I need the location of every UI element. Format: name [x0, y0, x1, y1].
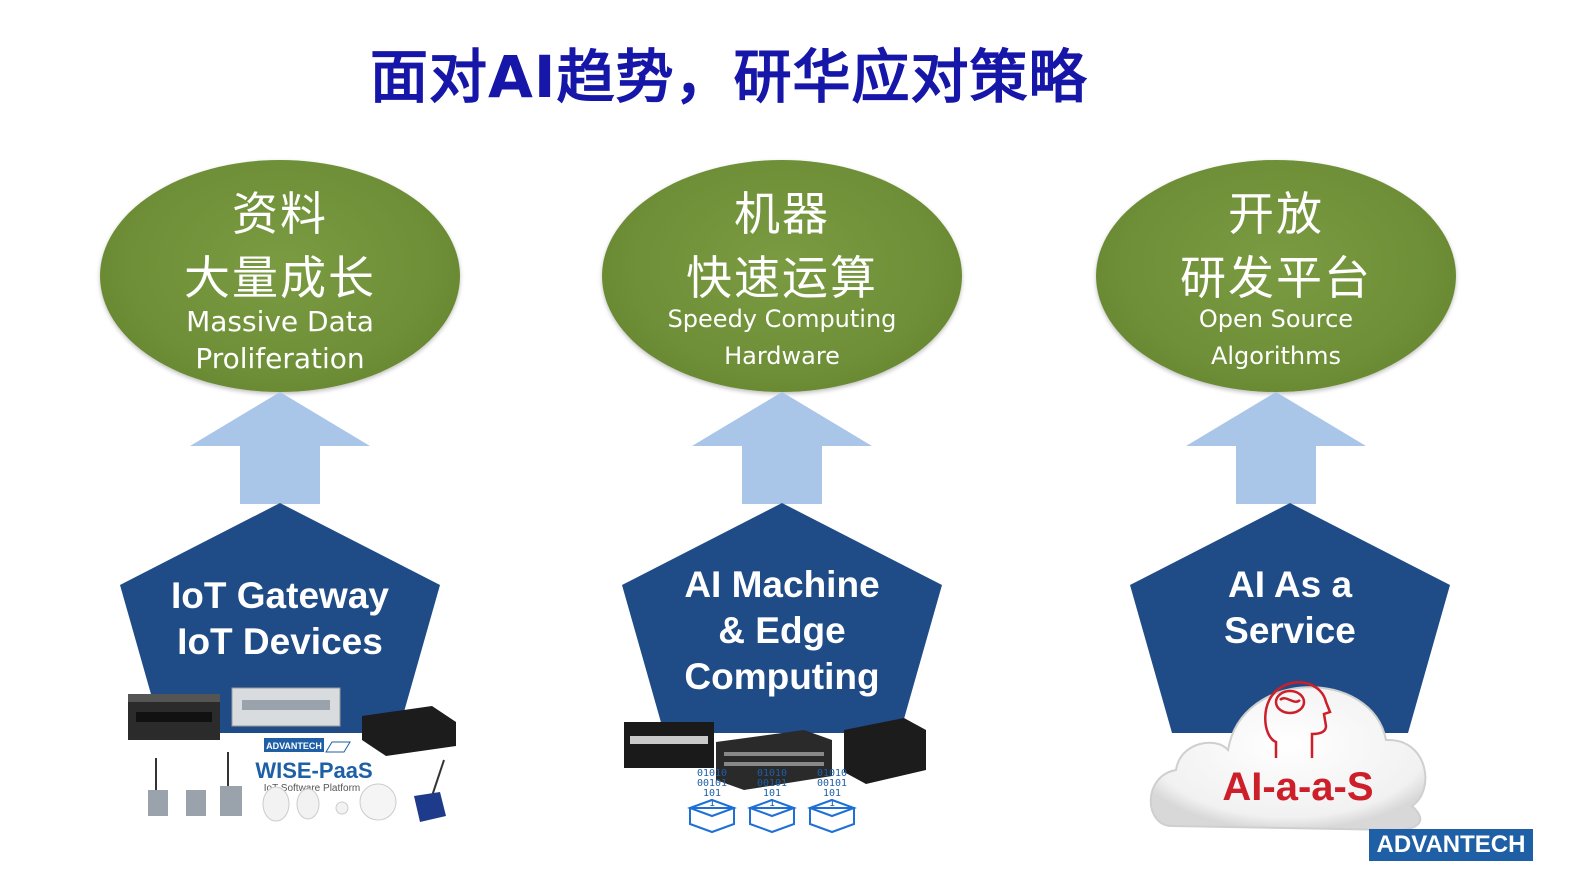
ai-a-a-s-label: AI-a-a-S: [1222, 765, 1373, 809]
pentagon-label-line2: IoT Devices: [177, 621, 383, 662]
ellipse-en-line2: Algorithms: [1210, 342, 1342, 370]
pentagon-label-line1: AI As a: [1227, 564, 1353, 605]
binary-line3: 101: [763, 788, 781, 799]
computing-hardware-image: 01010 00101 101 1 01010 00101 101 1 0101…: [624, 718, 926, 834]
pentagon-label: AI Machine & Edge Computing: [642, 562, 922, 700]
ellipse-zh-line1: 资料: [232, 187, 328, 241]
pentagon-label-line1: AI Machine: [684, 564, 880, 605]
advantech-logo: ADVANTECH: [1369, 829, 1533, 861]
pentagon-label-line2: Service: [1224, 610, 1356, 651]
column-ai-service: 开放 研发平台 Open Source Algorithms AI As a S…: [1076, 0, 1476, 892]
pentagon-label: IoT Gateway IoT Devices: [140, 573, 420, 665]
wise-paas-sub: IoT Software Platform: [264, 783, 361, 794]
up-arrow-icon: [190, 392, 370, 504]
ellipse-en-line1: Massive Data: [186, 305, 374, 338]
ellipse-zh-line2: 大量成长: [184, 251, 376, 305]
pentagon-label-line1: IoT Gateway: [171, 575, 389, 616]
iot-products-image: ADVANTECH WISE-PaaS IoT Software Platfor…: [128, 687, 456, 822]
binary-line4: 1: [769, 798, 775, 809]
pentagon-label-line3: Computing: [684, 656, 880, 697]
ellipse-open-source: 开放 研发平台 Open Source Algorithms: [1096, 160, 1456, 392]
ellipse-zh-line2: 快速运算: [686, 251, 878, 305]
binary-line4: 1: [829, 798, 835, 809]
binary-line3: 101: [823, 788, 841, 799]
binary-line2: 00101: [817, 778, 847, 789]
page-title: 面对AI趋势，研华应对策略: [370, 43, 1088, 111]
ellipse-massive-data: 资料 大量成长 Massive Data Proliferation: [100, 160, 460, 392]
pentagon-shape: [120, 503, 440, 733]
up-arrow-icon: [1186, 392, 1366, 504]
binary-line2: 00101: [757, 778, 787, 789]
ellipse-en-line1: Open Source: [1198, 305, 1354, 333]
binary-line1: 01010: [697, 768, 727, 779]
pentagon-label: AI As a Service: [1150, 562, 1430, 654]
up-arrow-icon: [692, 392, 872, 504]
cloud-icon: AI-a-a-S: [1149, 681, 1427, 832]
column-data: 资料 大量成长 Massive Data Proliferation IoT G…: [80, 0, 480, 892]
ellipse-zh-line1: 机器: [734, 187, 830, 241]
column-computing: 机器 快速运算 Speedy Computing Hardware AI Mac…: [582, 0, 982, 892]
binary-line1: 01010: [757, 768, 787, 779]
binary-line2: 00101: [697, 778, 727, 789]
pentagon-shape: [1130, 503, 1450, 733]
ellipse-en-line1: Speedy Computing: [667, 305, 897, 333]
ellipse-en-line2: Hardware: [724, 342, 840, 370]
binary-line4: 1: [709, 798, 715, 809]
ellipse-zh-line2: 研发平台: [1180, 251, 1372, 305]
ellipse-zh-line1: 开放: [1228, 187, 1324, 241]
binary-line1: 01010: [817, 768, 847, 779]
binary-line3: 101: [703, 788, 721, 799]
pentagon-label-line2: & Edge: [718, 610, 846, 651]
ellipse-en-line2: Proliferation: [195, 342, 365, 375]
pentagon-shape: [622, 503, 942, 733]
ellipse-speedy-computing: 机器 快速运算 Speedy Computing Hardware: [602, 160, 962, 392]
wise-paas-label: WISE-PaaS: [255, 758, 372, 783]
advantech-small-logo: ADVANTECH: [266, 741, 322, 751]
